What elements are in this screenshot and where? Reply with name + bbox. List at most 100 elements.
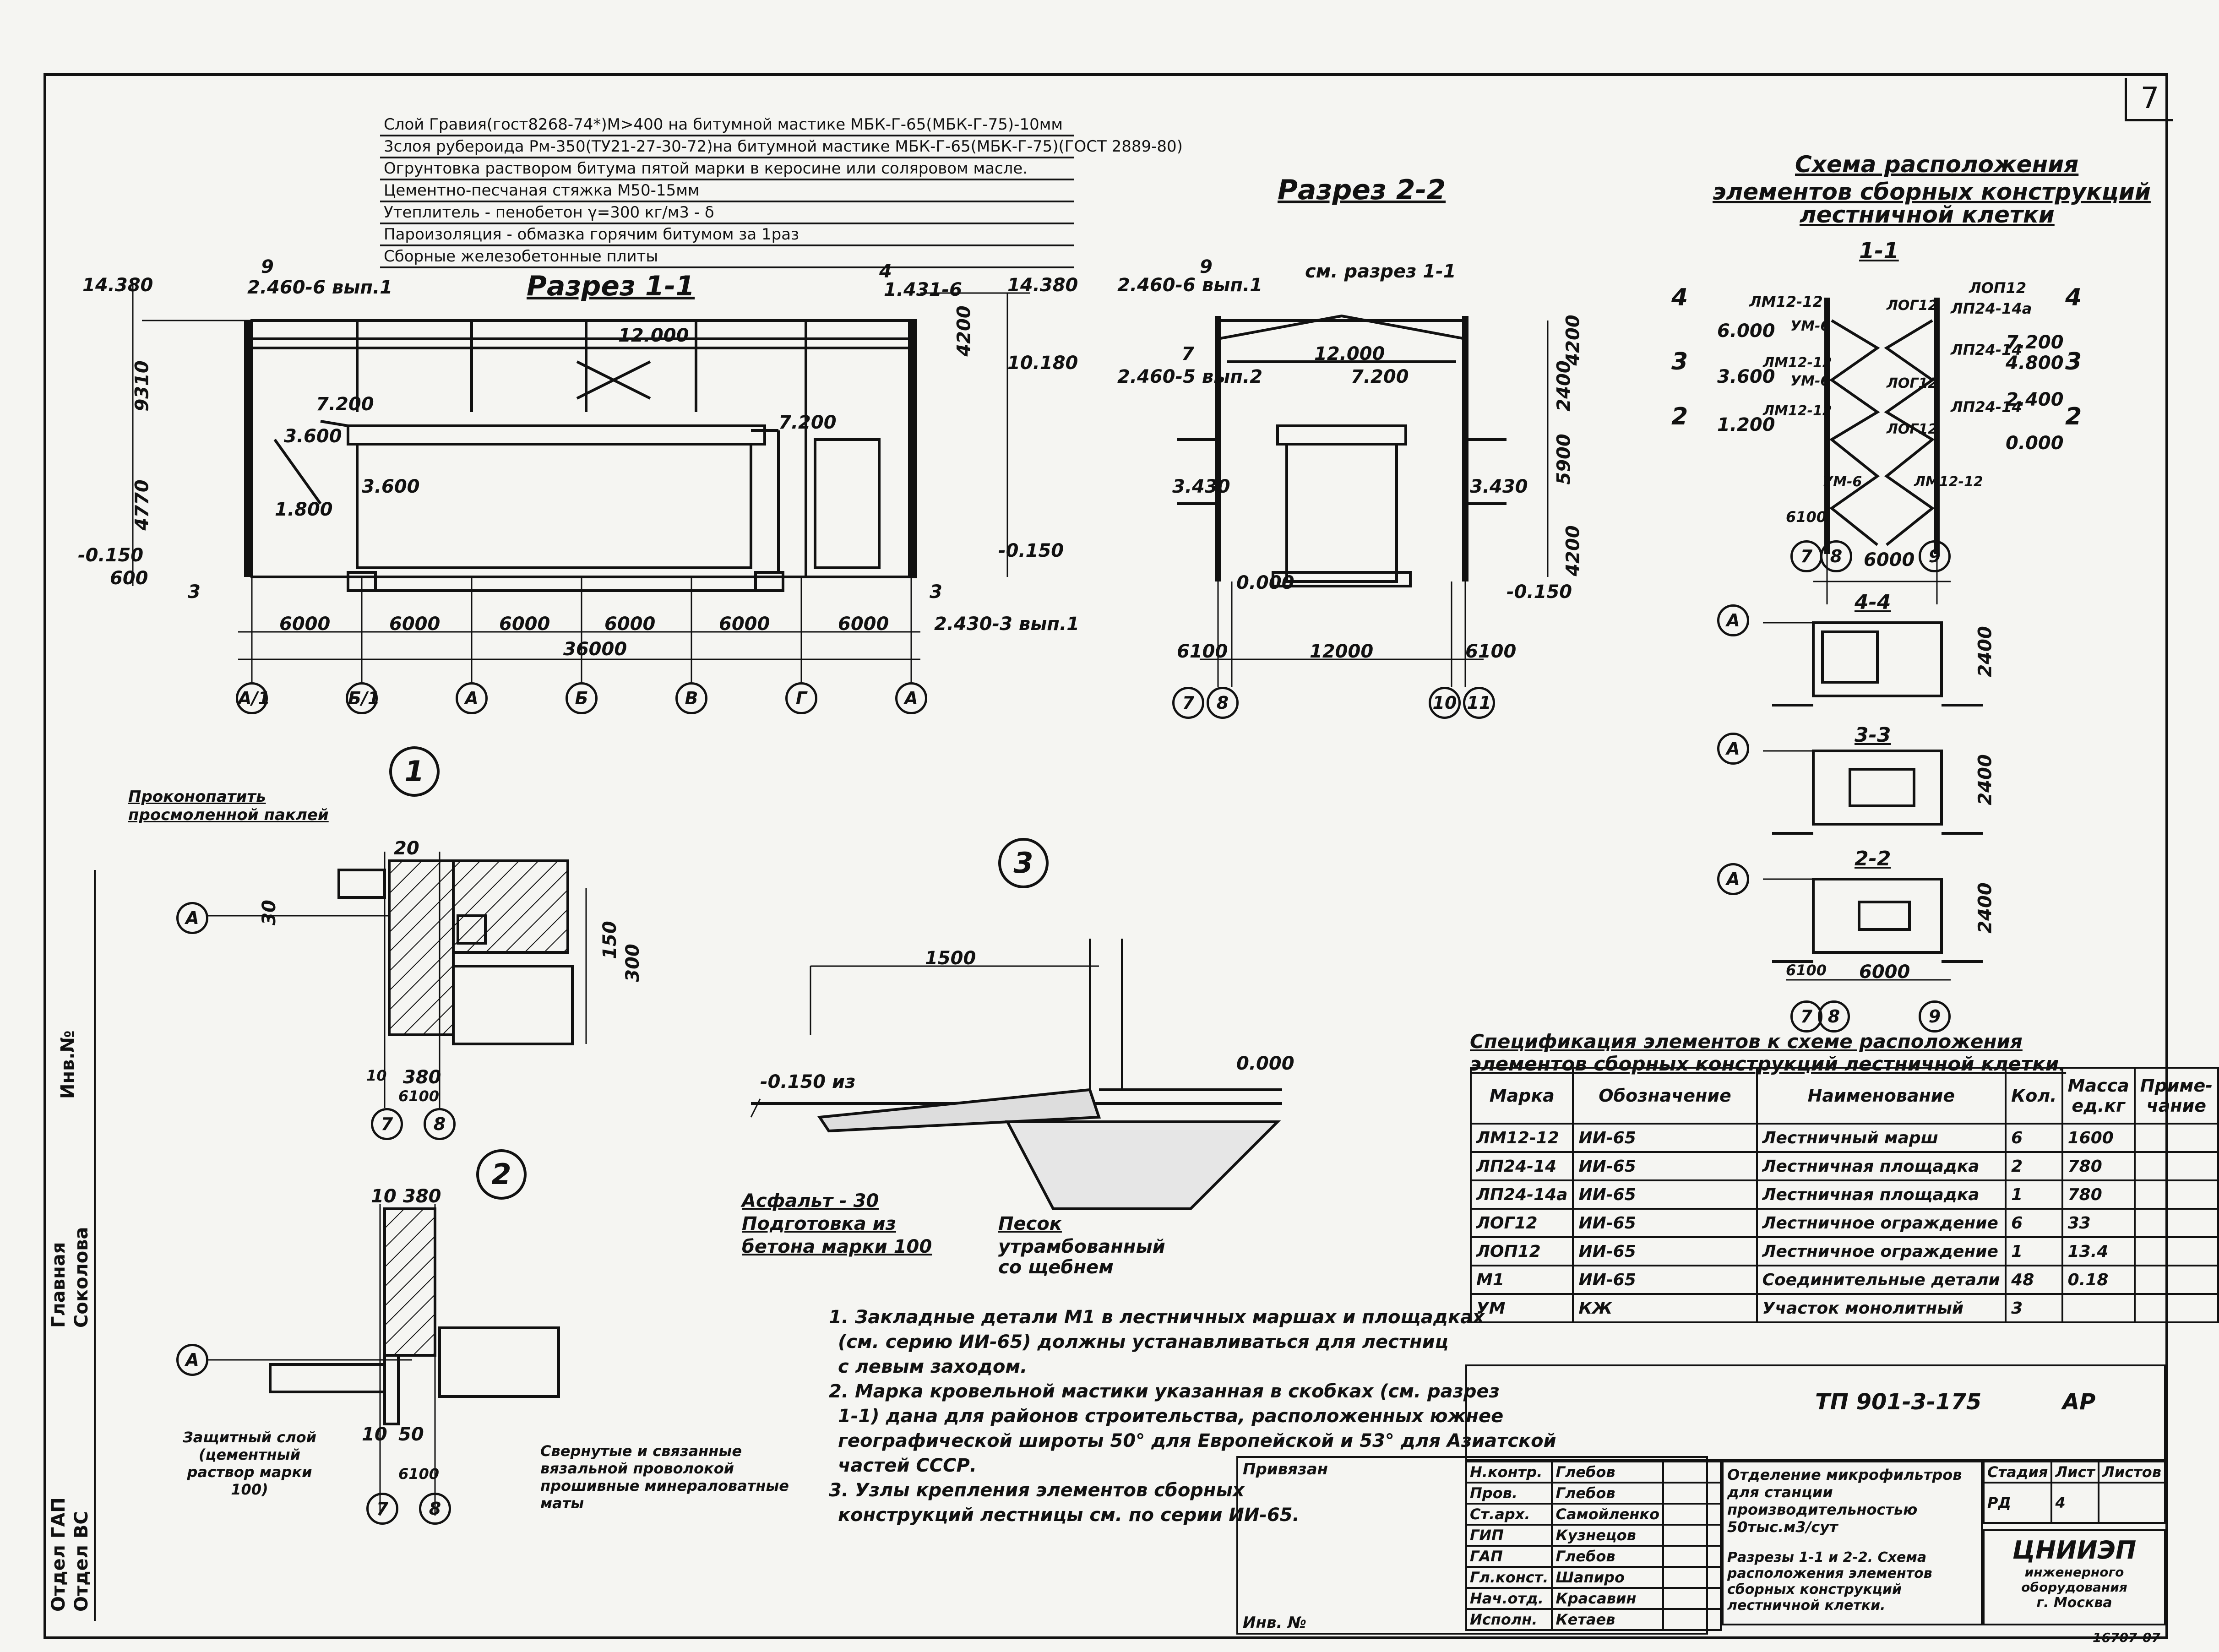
axis-marker: А/1 [236, 682, 270, 714]
axis-marker: А [1717, 863, 1749, 895]
section-2-2-note: см. разрез 1-1 [1305, 261, 1456, 282]
dimension: 10 [366, 1067, 387, 1084]
table-cell: 0.18 [2061, 1265, 2136, 1295]
level-mark: -0.150 [1507, 581, 1572, 603]
left-title-strip: Отдел ГАП Отдел ВС Главная Соколова Инв.… [44, 870, 96, 1621]
cut-marker: 2 [2065, 403, 2082, 430]
dimension: 20 [394, 838, 419, 859]
table-cell: Красавин [1551, 1587, 1664, 1610]
dimension: 50 [398, 1424, 424, 1445]
section-1-1-title: Разрез 1-1 [527, 270, 695, 302]
roof-layers-table: Слой Гравия(гост8268-74*)М>400 на битумн… [380, 114, 1183, 268]
node-2-marker: 2 [476, 1149, 527, 1200]
table-cell: ЛОП12 [1469, 1236, 1574, 1266]
table-cell: 1 [2005, 1236, 2063, 1266]
level-mark: 10.180 [1007, 353, 1078, 374]
axis-marker: А [456, 682, 488, 714]
node-3-note: со щебнем [998, 1257, 1114, 1278]
table-cell: М1 [1469, 1265, 1574, 1295]
table-cell: Пров. [1465, 1482, 1553, 1505]
dimension: 6100 [1786, 962, 1827, 979]
table-cell: Лестничное ограждение [1756, 1208, 2007, 1238]
table-cell: ИИ-65 [1572, 1151, 1758, 1181]
level-mark: 0.000 [2006, 433, 2064, 454]
dimension: 6100 [1465, 641, 1517, 662]
dimension: 2400 [1974, 754, 1996, 805]
dimension: 12000 [1310, 641, 1374, 662]
roof-layer: Пароизоляция - обмазка горячим битумом з… [380, 224, 1074, 246]
table-cell: 6 [2005, 1208, 2063, 1238]
level-mark: 12.000 [1314, 343, 1385, 364]
level-mark: 14.380 [82, 275, 153, 296]
level-mark: 3.600 [362, 476, 420, 497]
element-label: ЛОГ12 [1887, 375, 1938, 391]
table-cell [1662, 1566, 1722, 1589]
level-mark: 12.000 [618, 325, 689, 346]
note-line: географической широты 50° для Европейско… [838, 1430, 1556, 1451]
callout-label: 7 [1181, 343, 1194, 364]
table-cell: Листов [2098, 1461, 2166, 1484]
org-name: ЦНИИЭП [2012, 1536, 2137, 1565]
dimension: 6000 [838, 614, 889, 635]
axis-marker: 9 [1919, 1000, 1951, 1032]
callout-label: 2.460-6 вып.1 [1117, 275, 1263, 296]
dimension: 6000 [389, 614, 441, 635]
table-cell: 780 [2061, 1151, 2136, 1181]
table-cell: 3 [2005, 1293, 2063, 1323]
table-cell: Глебов [1551, 1545, 1664, 1568]
level-mark: 1.200 [1717, 414, 1775, 435]
dimension: 5900 [1553, 434, 1575, 485]
org-box: ЦНИИЭП инженерного оборудования г. Москв… [1983, 1529, 2166, 1625]
node-1-note: Проконопатить просмоленной паклей [128, 788, 329, 824]
dimension: 6000 [279, 614, 331, 635]
table-cell [2133, 1179, 2219, 1210]
axis-marker: 7 [366, 1493, 398, 1525]
axis-marker: А [176, 902, 208, 934]
section-2-2-title: Разрез 2-2 [1278, 174, 1446, 206]
table-cell: Ст.арх. [1465, 1503, 1553, 1526]
stamp-code: ТП 901-3-175 [1815, 1389, 1982, 1415]
dimension: 600 [110, 568, 148, 589]
level-mark: -0.150 из [760, 1071, 856, 1092]
dimension: 6100 [398, 1087, 440, 1105]
signers-table: Н.контр.Глебов Пров.Глебов Ст.арх.Самойл… [1465, 1461, 1722, 1631]
table-cell: Соединительные детали [1756, 1265, 2007, 1295]
table-cell: 48 [2005, 1265, 2063, 1295]
spec-table: Марка Обозначение Наименование Кол. Масс… [1469, 1067, 2219, 1323]
element-label: ЛМ12-12 [1763, 355, 1832, 371]
table-row: Н.контр.Глебов [1465, 1461, 1722, 1484]
table-cell: ГАП [1465, 1545, 1553, 1568]
axis-marker: А [176, 1344, 208, 1376]
cut-marker: 3 [2065, 348, 2082, 375]
spec-header-cell: Наименование [1756, 1067, 2007, 1125]
dimension: 2400 [1974, 882, 1996, 934]
node-3-note: утрамбованный [998, 1236, 1165, 1257]
callout-label: 3 [930, 581, 942, 603]
table-cell [2098, 1482, 2166, 1524]
cut-marker: 2 [1671, 403, 1688, 430]
node-1-marker: 1 [389, 746, 440, 797]
dimension: 4200 [953, 305, 975, 357]
dimension: 6000 [719, 614, 770, 635]
cut-marker: 3 [1671, 348, 1688, 375]
stamp-mark: АР [2062, 1389, 2096, 1415]
table-cell: Исполн. [1465, 1608, 1553, 1631]
table-cell: Лист [2050, 1461, 2100, 1484]
table-cell: КЖ [1572, 1293, 1758, 1323]
table-cell: 13.4 [2061, 1236, 2136, 1266]
table-cell: РД [1982, 1482, 2053, 1524]
node-3-layer: Подготовка из [742, 1213, 896, 1234]
org-name-2: инженерного оборудования [2021, 1565, 2127, 1595]
level-mark: 7.200 [316, 394, 374, 415]
table-cell [1662, 1608, 1722, 1631]
level-mark: 3.600 [284, 426, 342, 447]
dimension: 6000 [604, 614, 656, 635]
table-row: Исполн.Кетаев [1465, 1608, 1722, 1631]
plan-title: 3-3 [1855, 723, 1891, 747]
scheme-section-title: 1-1 [1859, 238, 1899, 264]
privyazan-label: Привязан [1243, 1460, 1328, 1478]
stamp-sheet-title: Разрезы 1-1 и 2-2. Схема расположения эл… [1727, 1549, 1932, 1614]
callout-label: 2.430-3 вып.1 [934, 614, 1080, 635]
dimension: 1500 [925, 948, 976, 969]
